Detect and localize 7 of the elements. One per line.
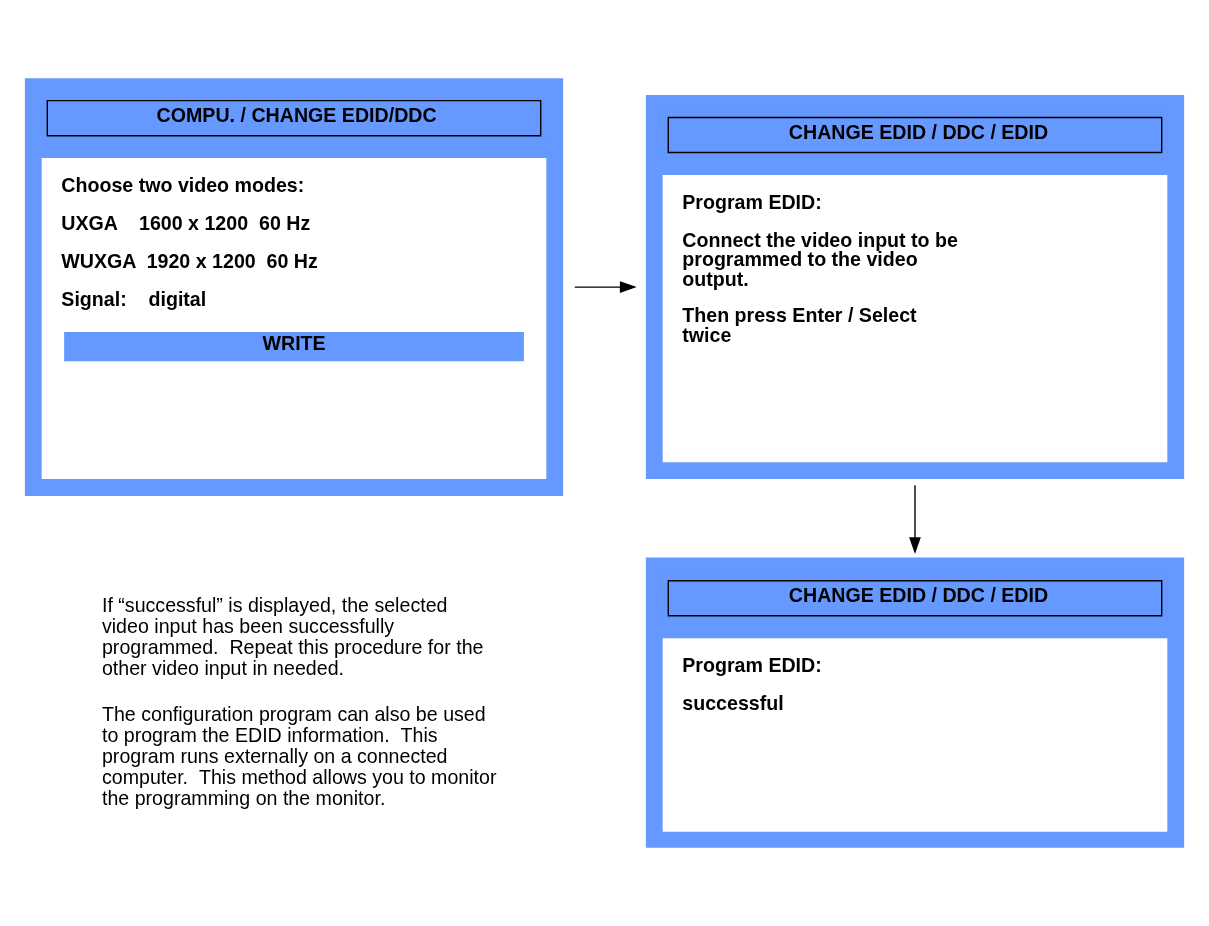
node-box: COMPU. / CHANGE EDID/DDC Choose two video modes: UXGA 1600 x 1200 60 Hz WUXGA 1920 x 1200 60 Hz Signal: digital WRITE xyxy=(24,78,564,496)
label: If “successful” is displayed, the selected video input has been successfully programmed. Repeat this procedure for the other video input in needed. xyxy=(101,593,484,679)
node-box: CHANGE EDID / DDC / EDID Program EDID: Connect the video input to be programmed to the video output. Then press Enter / Select twice xyxy=(645,95,1185,480)
label: The configuration program can also be used to program the EDID information. This program runs externally on a connected computer. This method allows you to monitor the programming on the monitor. xyxy=(101,703,497,810)
arrow xyxy=(909,484,921,554)
arrow xyxy=(574,281,637,293)
node-box: CHANGE EDID / DDC / EDID Program EDID: successful xyxy=(645,557,1185,848)
